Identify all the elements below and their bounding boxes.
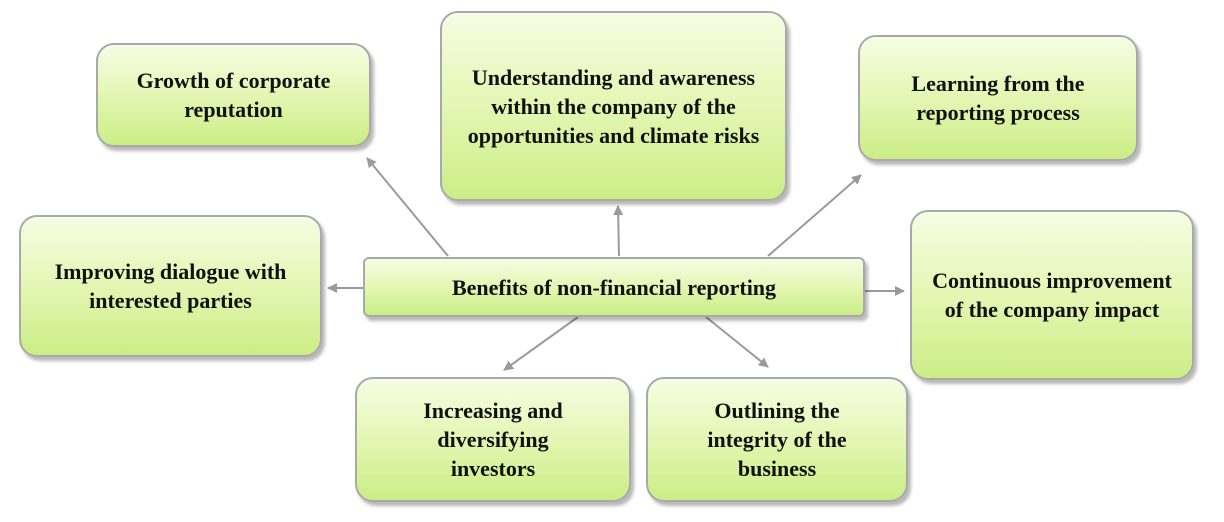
center-label: Benefits of non-financial reporting [451,274,777,300]
benefit-label-learning: Learning from the reporting process [911,71,1085,125]
center-box: Benefits of non-financial reporting [363,257,865,317]
benefit-box-awareness: Understanding and awareness within the c… [440,11,787,201]
benefit-box-improvement: Continuous improvement of the company im… [910,210,1194,380]
benefit-label-awareness: Understanding and awareness within the c… [467,64,760,148]
benefit-label-investors: Increasing and diversifying investors [423,398,563,481]
arrow-to-corporate-reputation [366,157,449,257]
benefit-label-integrity: Outlining the integrity of the business [707,398,847,481]
arrow-to-awareness [613,205,624,257]
benefit-label-corporate-reputation: Growth of corporate reputation [136,68,331,122]
arrow-to-investors [503,316,579,371]
benefit-box-corporate-reputation: Growth of corporate reputation [96,43,371,147]
benefit-box-investors: Increasing and diversifying investors [355,377,631,502]
benefit-box-learning: Learning from the reporting process [858,35,1138,161]
benefit-label-improvement: Continuous improvement of the company im… [932,268,1172,322]
benefit-box-dialogue: Improving dialogue with interested parti… [19,215,322,357]
benefit-box-integrity: Outlining the integrity of the business [646,377,908,502]
arrow-to-integrity [705,316,769,368]
benefit-label-dialogue: Improving dialogue with interested parti… [54,259,287,313]
arrow-to-learning [767,174,862,257]
